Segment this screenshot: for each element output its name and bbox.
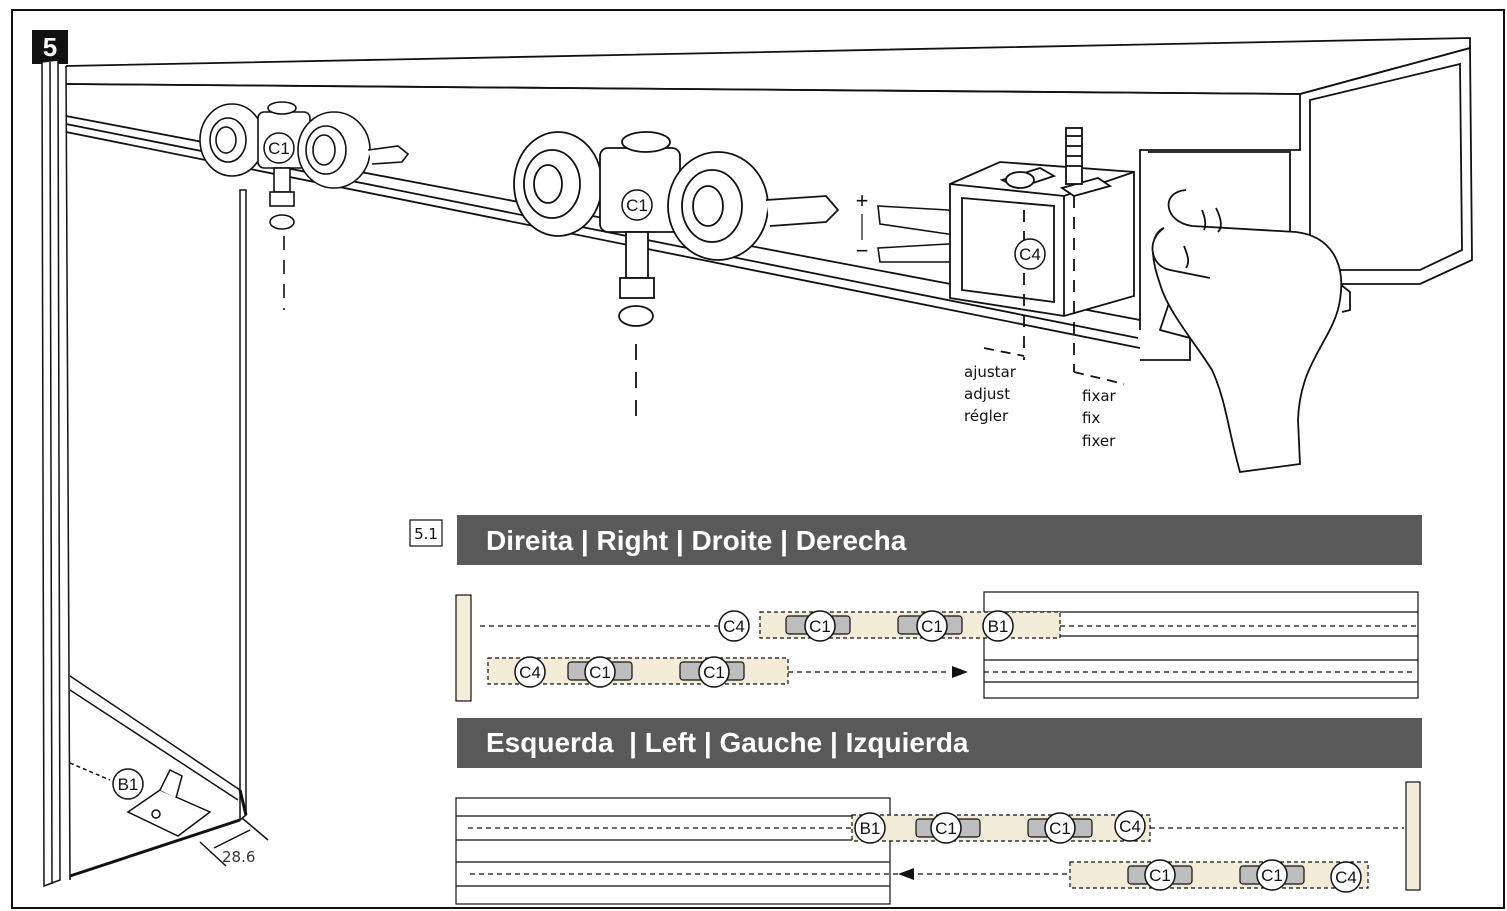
scheme-left xyxy=(455,781,1421,905)
svg-text:B1: B1 xyxy=(860,819,881,838)
svg-text:B1: B1 xyxy=(118,775,139,794)
svg-text:C4: C4 xyxy=(1335,868,1357,887)
adjust-label-en: adjust xyxy=(964,385,1010,403)
step-number: 5 xyxy=(43,32,57,62)
c1-callout-small: C1 xyxy=(263,132,295,164)
svg-text:C1: C1 xyxy=(268,139,290,158)
c1-callout-large: C1 xyxy=(621,189,653,221)
plus-symbol: + xyxy=(856,188,869,213)
svg-text:C4: C4 xyxy=(1119,817,1141,836)
scheme-left-callouts: B1 C1 C1 C4 C1 C1 C4 xyxy=(854,810,1362,893)
svg-text:C4: C4 xyxy=(723,617,745,636)
hand-icon xyxy=(1151,189,1343,473)
step-badge: 5 xyxy=(32,30,68,64)
svg-text:C1: C1 xyxy=(1049,819,1071,838)
svg-text:B1: B1 xyxy=(988,617,1009,636)
svg-text:C4: C4 xyxy=(519,663,541,682)
adjust-label-fr: régler xyxy=(964,407,1009,425)
svg-text:C1: C1 xyxy=(935,819,957,838)
band-left-title: Esquerda | Left | Gauche | Izquierda xyxy=(486,727,969,758)
fix-label-en: fix xyxy=(1082,409,1100,427)
svg-text:C1: C1 xyxy=(703,663,725,682)
carriage-large xyxy=(513,131,840,424)
minus-symbol: − xyxy=(856,238,869,263)
svg-text:C1: C1 xyxy=(809,617,831,636)
carriage-small xyxy=(199,101,410,310)
c4-callout-block: C4 xyxy=(1014,238,1046,270)
svg-text:C1: C1 xyxy=(626,196,648,215)
band-left: Esquerda | Left | Gauche | Izquierda xyxy=(457,718,1422,768)
door-frame xyxy=(41,59,248,888)
b1-callout-bottom: B1 xyxy=(112,768,144,800)
fix-label-fr: fixer xyxy=(1082,432,1116,450)
outer-frame xyxy=(11,9,1505,909)
svg-text:C1: C1 xyxy=(1149,866,1171,885)
adjust-label-pt: ajustar xyxy=(964,363,1017,381)
svg-text:C4: C4 xyxy=(1019,245,1041,264)
fix-label-pt: fixar xyxy=(1082,387,1117,405)
svg-text:C1: C1 xyxy=(921,617,943,636)
substep-badge: 5.1 xyxy=(409,519,443,547)
svg-text:5.1: 5.1 xyxy=(414,525,438,543)
scheme-right-callouts: C4 C1 C1 B1 C4 C1 C1 xyxy=(514,610,1014,688)
bottom-guide xyxy=(69,762,269,867)
measure-label: 28.6 xyxy=(222,848,255,866)
svg-text:C1: C1 xyxy=(1261,866,1283,885)
band-right: Direita | Right | Droite | Derecha xyxy=(457,515,1422,565)
band-right-title: Direita | Right | Droite | Derecha xyxy=(486,525,907,556)
stopper-block-c4 xyxy=(949,127,1135,385)
svg-text:C1: C1 xyxy=(589,663,611,682)
